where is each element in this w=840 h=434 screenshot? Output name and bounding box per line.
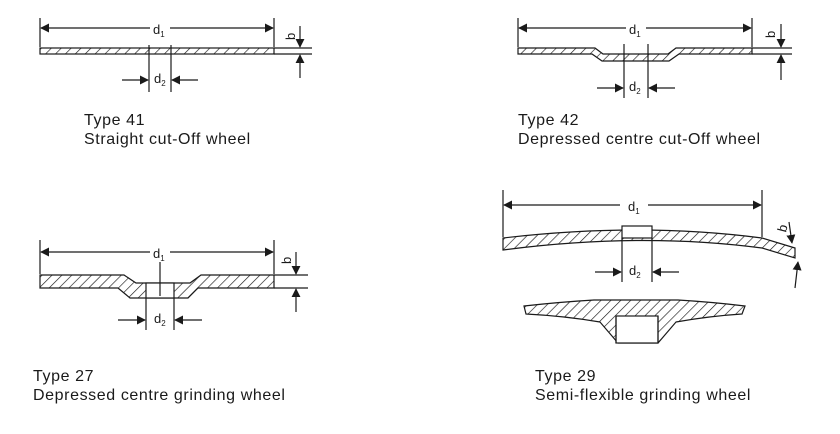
type-29-b-label: b	[774, 223, 790, 234]
type-29-b-arrow-bottom	[792, 261, 802, 289]
type-29-d2-label: d2	[629, 263, 641, 280]
type-42-description: Depressed centre cut-Off wheel	[518, 131, 761, 148]
type-29-description: Semi-flexible grinding wheel	[535, 387, 752, 404]
type-29-profile-hole	[615, 315, 659, 344]
type-29-wheel-section	[502, 229, 796, 259]
type-41-title: Type 41	[84, 112, 146, 129]
type-27-drawing	[39, 240, 308, 330]
type-29-d1-label: d1	[628, 199, 640, 216]
type-27-labels: d1 d2 b	[153, 246, 294, 328]
type-27-d1-label: d1	[153, 246, 165, 263]
type-27-b-label: b	[279, 257, 294, 264]
type-42-wheel-section	[517, 47, 753, 62]
type-41-d2-label: d2	[154, 71, 166, 88]
type-29-centre-hole	[621, 225, 653, 239]
type-42-title: Type 42	[518, 112, 580, 129]
type-27-title: Type 27	[33, 368, 95, 385]
type-41-labels: d1 d2 b	[153, 22, 298, 88]
type-27-description: Depressed centre grinding wheel	[33, 387, 286, 404]
type-41-description: Straight cut-Off wheel	[84, 131, 251, 148]
type-41-drawing	[39, 18, 312, 92]
type-29-labels: d1 d2 b	[628, 199, 791, 280]
type-42-d1-label: d1	[629, 22, 641, 39]
type-42-drawing	[517, 18, 792, 98]
type-42-d2-label: d2	[629, 79, 641, 96]
type-29-b-arrow-top	[786, 221, 796, 244]
type-29-title: Type 29	[535, 368, 597, 385]
type-42-b-label: b	[763, 31, 778, 38]
type-41-d1-label: d1	[153, 22, 165, 39]
type-41-b-label: b	[283, 33, 298, 40]
type-27-d2-label: d2	[154, 311, 166, 328]
type-29-drawing	[502, 190, 802, 344]
type-42-labels: d1 d2 b	[629, 22, 778, 96]
type-41-wheel-section	[39, 47, 275, 55]
